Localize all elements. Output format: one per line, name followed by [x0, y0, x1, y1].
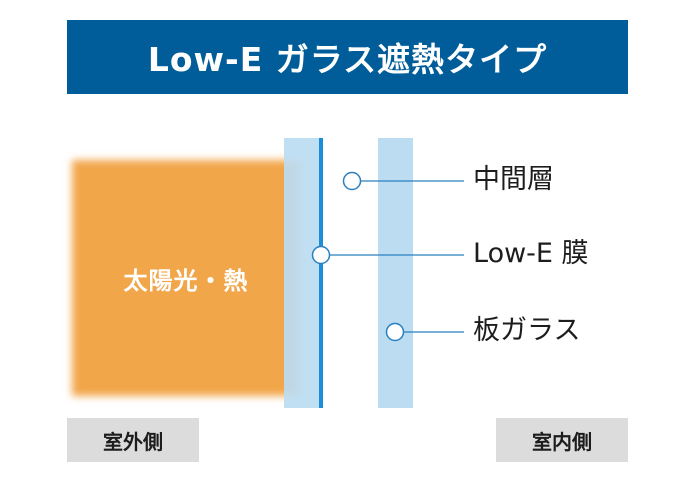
title-banner: Low-E ガラス遮熱タイプ: [67, 20, 628, 94]
sunlight-heat-label: 太陽光・熱: [123, 266, 249, 295]
marker-interlayer: [342, 171, 362, 191]
marker-lowe-film: [311, 245, 331, 265]
outdoor-side-label: 室外側: [67, 418, 199, 462]
indoor-side-label: 室内側: [496, 418, 628, 462]
diagram-title: Low-E ガラス遮熱タイプ: [147, 40, 548, 79]
outer-glass-pane: [284, 138, 321, 408]
inner-glass-pane: [378, 138, 413, 408]
lowe-film-layer: [319, 138, 323, 408]
callout-lowe-film: Low-E 膜: [473, 238, 589, 269]
callout-interlayer: 中間層: [473, 164, 554, 195]
callout-glass: 板ガラス: [473, 315, 581, 346]
sunlight-heat-block: [72, 160, 300, 396]
marker-glass: [385, 322, 405, 342]
